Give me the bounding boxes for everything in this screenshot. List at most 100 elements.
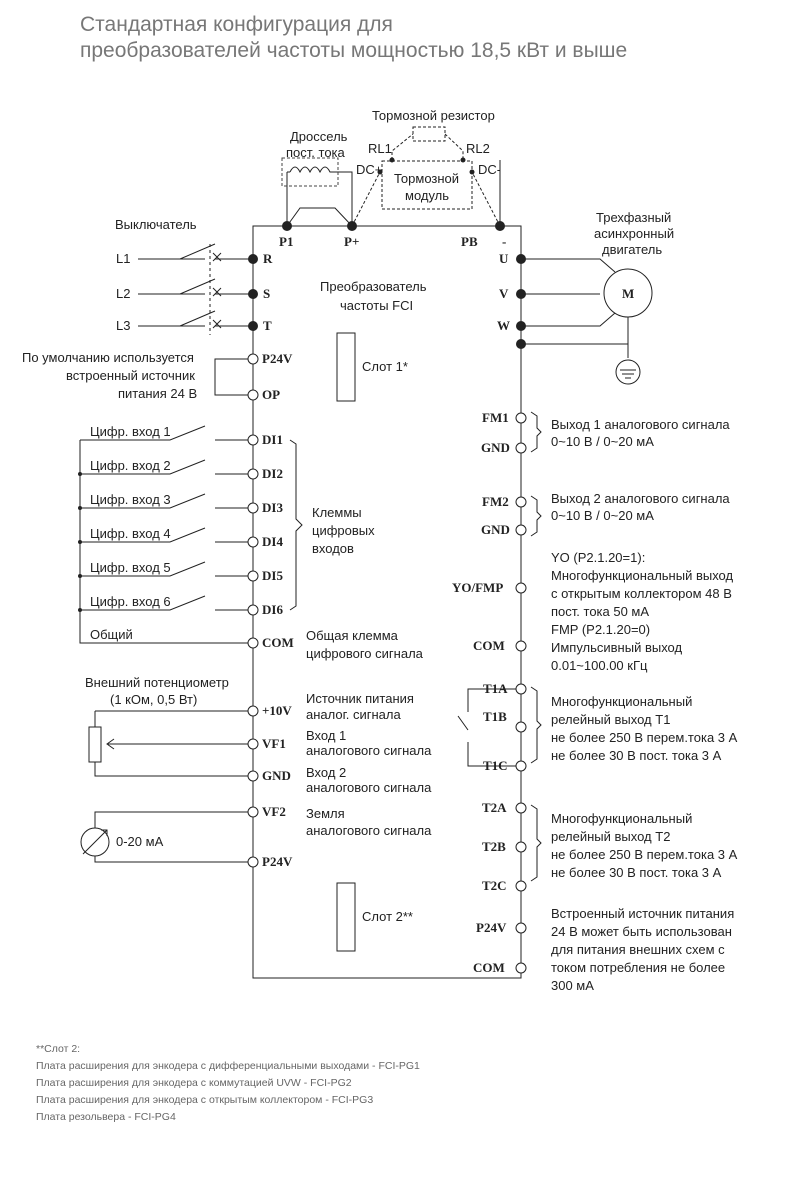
yo-desc-4: пост. тока 50 мА <box>551 604 649 619</box>
yo-desc-2: Многофункциональный выход <box>551 568 733 583</box>
t1-desc-4: не более 30 В пост. тока 3 А <box>551 748 722 763</box>
gnd1-label: GND <box>481 440 510 455</box>
slot2-box <box>336 882 356 952</box>
analog-gnd-2: аналогового сигнала <box>306 823 432 838</box>
fm2-desc-2: 0~10 В / 0~20 мА <box>551 508 654 523</box>
fm2-desc-1: Выход 2 аналогового сигнала <box>551 491 730 506</box>
l1-label: L1 <box>116 251 130 266</box>
fm2-label: FM2 <box>482 494 509 509</box>
digital-input-2-label: Цифр. вход 2 <box>90 458 171 473</box>
footnote-line: Плата расширения для энкодера с открытым… <box>36 1094 374 1106</box>
digital-input-4-label: Цифр. вход 4 <box>90 526 171 541</box>
fm1-label: FM1 <box>482 410 509 425</box>
motor-label-1: Трехфазный <box>596 210 671 225</box>
motor-label-3: двигатель <box>602 242 662 257</box>
rl1-label: RL1 <box>368 141 392 156</box>
yo-desc-6: Импульсивный выход <box>551 640 683 655</box>
s-label: S <box>263 286 270 301</box>
yo-fmp-label: YO/FMP <box>452 580 503 595</box>
di2-label: DI2 <box>262 466 283 481</box>
choke-label-2: пост. тока <box>286 145 346 160</box>
footnote-line: Плата расширения для энкодера с дифферен… <box>36 1060 420 1072</box>
default-note-3: питания 24 В <box>118 386 197 401</box>
p24-desc-1: Встроенный источник питания <box>551 906 734 921</box>
t2-desc-3: не более 250 В перем.тока 3 А <box>551 847 738 862</box>
gnd2-label: GND <box>481 522 510 537</box>
fm1-desc-2: 0~10 В / 0~20 мА <box>551 434 654 449</box>
analog-in1-2: аналогового сигнала <box>306 743 432 758</box>
p24-desc-3: для питания внешних схем с <box>551 942 725 957</box>
yo-desc-3: с открытым коллектором 48 В <box>551 586 732 601</box>
l3-label: L3 <box>116 318 130 333</box>
yo-desc-5: FMP (P2.1.20=0) <box>551 622 650 637</box>
potentiometer <box>88 726 102 763</box>
t2-desc-4: не более 30 В пост. тока 3 А <box>551 865 722 880</box>
choke-label-1: Дроссель <box>290 129 348 144</box>
t2c-label: T2C <box>482 878 507 893</box>
t1-desc-1: Многофункциональный <box>551 694 692 709</box>
pplus-label: P+ <box>344 234 359 249</box>
common-label: Общий <box>90 627 133 642</box>
analog-in2-1: Вход 2 <box>306 765 346 780</box>
r-label: R <box>263 251 273 266</box>
p24v-bottom-label: P24V <box>262 854 293 869</box>
yo-desc-7: 0.01~100.00 кГц <box>551 658 648 673</box>
converter-box <box>252 225 522 979</box>
com-desc-2: цифрового сигнала <box>306 646 424 661</box>
analog-in1-1: Вход 1 <box>306 728 346 743</box>
ground-icon <box>615 359 641 385</box>
brake-resistor <box>412 126 446 142</box>
p24v-right-label: P24V <box>476 920 507 935</box>
yo-desc-1: YO (P2.1.20=1): <box>551 550 645 565</box>
analog-gnd-1: Земля <box>306 806 345 821</box>
title-line-2: преобразователей частоты мощностью 18,5 … <box>80 39 628 62</box>
t2-desc-2: релейный выход T2 <box>551 829 670 844</box>
digital-terminals-1: Клеммы <box>312 505 362 520</box>
brake-resistor-label: Тормозной резистор <box>372 108 495 123</box>
slot1-box <box>336 332 356 402</box>
di3-label: DI3 <box>262 500 283 515</box>
ammeter-icon <box>80 827 110 857</box>
brake-module-label-1: Тормозной <box>394 171 459 186</box>
op-label: OP <box>262 387 280 402</box>
rl2-label: RL2 <box>466 141 490 156</box>
t2-desc-1: Многофункциональный <box>551 811 692 826</box>
motor-m-label: M <box>622 286 634 301</box>
dcm-label: DC- <box>478 162 501 177</box>
page-title: Стандартная конфигурация для преобразова… <box>80 12 627 64</box>
com-right-label: COM <box>473 638 505 653</box>
default-note-2: встроенный источник <box>66 368 195 383</box>
t2a-label: T2A <box>482 800 507 815</box>
motor-label-2: асинхронный <box>594 226 674 241</box>
com-desc-1: Общая клемма <box>306 628 399 643</box>
converter-label-1: Преобразователь <box>320 279 427 294</box>
di6-label: DI6 <box>262 602 283 617</box>
t1-desc-3: не более 250 В перем.тока 3 А <box>551 730 738 745</box>
pot-label-1: Внешний потенциометр <box>85 675 229 690</box>
t1-desc-2: релейный выход T1 <box>551 712 670 727</box>
minus-label: - <box>502 234 506 249</box>
v10-label: +10V <box>262 703 292 718</box>
footnote-line: Плата расширения для энкодера с коммутац… <box>36 1077 352 1089</box>
di1-label: DI1 <box>262 432 283 447</box>
default-note-1: По умолчанию используется <box>22 350 194 365</box>
slot2-label: Слот 2** <box>362 909 413 924</box>
footnote: **Слот 2: Плата расширения для энкодера … <box>36 1041 420 1126</box>
l2-label: L2 <box>116 286 130 301</box>
digital-input-3-label: Цифр. вход 3 <box>90 492 171 507</box>
t1a-label: T1A <box>483 681 508 696</box>
pb-label: PB <box>461 234 478 249</box>
t1b-label: T1B <box>483 709 507 724</box>
t2b-label: T2B <box>482 839 506 854</box>
footnote-head: **Слот 2: <box>36 1043 81 1055</box>
brake-module <box>381 160 473 210</box>
digital-terminals-3: входов <box>312 541 354 556</box>
title-line-1: Стандартная конфигурация для <box>80 13 393 36</box>
slot1-label: Слот 1* <box>362 359 408 374</box>
analog-in2-2: аналогового сигнала <box>306 780 432 795</box>
v-label: V <box>499 286 509 301</box>
dcp-label: DC+ <box>356 162 382 177</box>
di4-label: DI4 <box>262 534 283 549</box>
vf2-label: VF2 <box>262 804 286 819</box>
